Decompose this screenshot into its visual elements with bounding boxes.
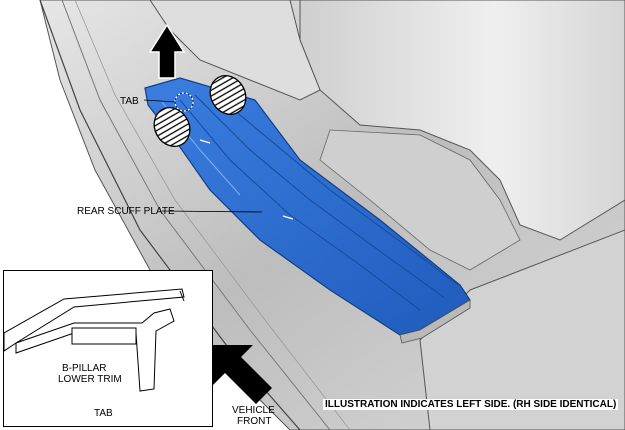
plate-edge: [399, 299, 471, 344]
scuff-plate-leader-line: [161, 210, 263, 213]
vehicle-front-label-line1: VEHICLE: [232, 405, 275, 416]
tab-detail-drawing: [4, 288, 185, 392]
inset-trim-outline: [4, 288, 185, 352]
clip-hatch-lower: [153, 107, 191, 147]
plate-mark-1: [199, 139, 211, 144]
seat-side-panel: [319, 129, 521, 271]
clip-hatch-upper: [209, 75, 247, 115]
plate-mark-2: [282, 215, 294, 220]
illustration-caption: ILLUSTRATION INDICATES LEFT SIDE. (RH SI…: [323, 399, 619, 410]
plate-rib-2: [194, 94, 446, 299]
tab-leader-line: [143, 99, 177, 103]
tab-detail-inset: [3, 270, 213, 427]
arrow-up-left-icon: [213, 345, 272, 404]
inset-tab-rect: [71, 327, 137, 345]
vehicle-front-label-line2: FRONT: [237, 416, 272, 427]
inset-tab-label: TAB: [94, 408, 113, 419]
seat-back: [149, 0, 321, 101]
sill-inner-edge: [61, 0, 331, 430]
tab-label: TAB: [120, 96, 139, 107]
plate-rib-1: [179, 99, 421, 311]
sill-groove: [74, 0, 351, 430]
b-pillar-label-line1: B-PILLAR: [62, 363, 107, 374]
b-pillar-label-line2: LOWER TRIM: [58, 374, 122, 385]
arrow-up-icon: [148, 23, 186, 79]
plate-rib-3: [209, 89, 459, 286]
rear-scuff-plate-label: REAR SCUFF PLATE: [77, 206, 175, 217]
